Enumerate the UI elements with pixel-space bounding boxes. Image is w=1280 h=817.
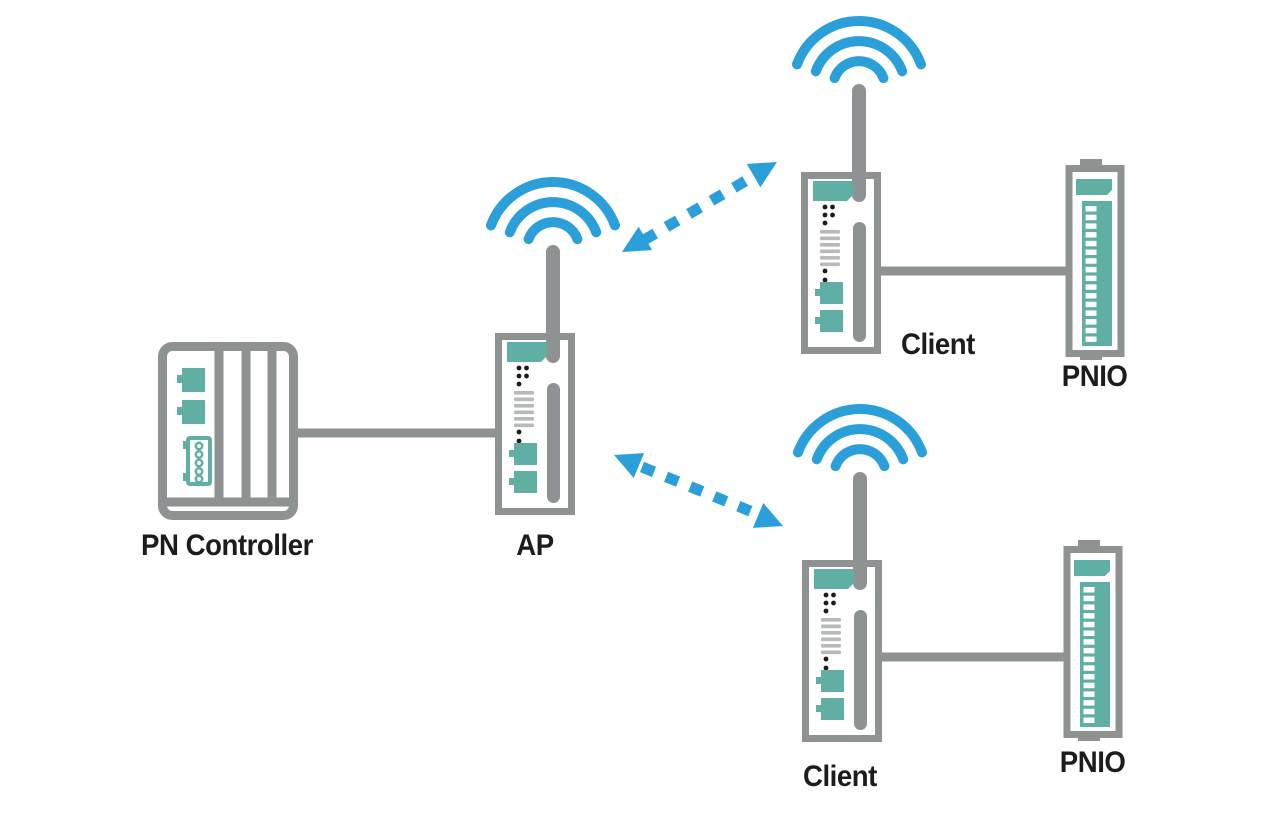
client-top-device — [797, 21, 921, 350]
pn-controller-label: PN Controller — [141, 529, 313, 562]
arrowhead-icon — [746, 162, 777, 188]
arrowhead-icon — [622, 226, 653, 252]
pnio-top-label: PNIO — [1061, 360, 1128, 393]
ethernet-port-icon — [177, 400, 205, 424]
pnio-bottom-label: PNIO — [1059, 746, 1126, 779]
client-bottom-device — [798, 409, 922, 738]
ap-label: AP — [516, 529, 554, 562]
client-bottom-label: Client — [803, 760, 877, 793]
ap-device — [491, 182, 615, 511]
arrowhead-icon — [614, 453, 645, 478]
arrowhead-icon — [752, 503, 783, 528]
terminal-block-icon — [183, 436, 212, 486]
ethernet-port-icon — [177, 368, 205, 392]
wireless-link-ap-client-bottom — [614, 453, 783, 528]
pnio-top-module — [1069, 159, 1121, 360]
pnio-bottom-module — [1067, 540, 1119, 741]
client-top-label: Client — [901, 328, 975, 361]
wireless-link-ap-client-top — [622, 162, 777, 252]
pn-controller-device — [158, 342, 298, 520]
